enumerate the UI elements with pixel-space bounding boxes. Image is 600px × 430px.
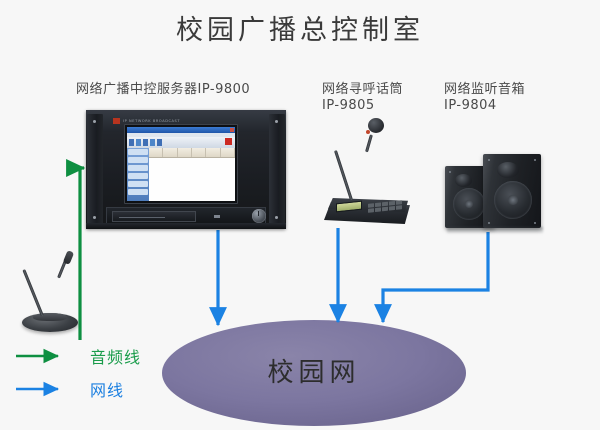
device-label-pager-line2: IP-9805 [322, 98, 375, 113]
speaker-screw [488, 159, 490, 161]
grid-header-cell [192, 148, 207, 157]
keypad-key[interactable] [396, 205, 402, 210]
sidebar-entry[interactable] [128, 149, 148, 155]
device-label-server-line1: 网络广播中控服务器IP-9800 [76, 82, 251, 97]
device-label-speakers: 网络监听音箱 IP-9804 [444, 82, 525, 114]
speaker-woofer [494, 181, 532, 219]
speaker-tweeter [497, 162, 519, 178]
rack-server-device: IP NETWORK BROADCAST [86, 110, 286, 229]
rack-mount-ear-left [87, 114, 103, 225]
device-label-speakers-line1: 网络监听音箱 [444, 82, 526, 97]
grid-header-cell [206, 148, 221, 157]
grid-header-cell [221, 148, 235, 157]
speaker-woofer [453, 188, 485, 220]
microphone-gooseneck-lower [22, 269, 44, 317]
grid-header-cell [178, 148, 192, 157]
grid-header-cell [149, 148, 164, 157]
device-label-pager: 网络寻呼话筒 IP-9805 [322, 82, 403, 114]
toolbar-icon[interactable] [129, 139, 134, 146]
rack-screw-hole [93, 216, 96, 219]
page-title: 校园广播总控制室 [176, 15, 424, 46]
sidebar-entry[interactable] [128, 189, 148, 195]
speaker-reflection [447, 227, 543, 234]
optical-drive-slot[interactable] [112, 211, 196, 222]
brand-name-text: IP NETWORK BROADCAST [123, 119, 181, 123]
software-sidebar[interactable] [127, 148, 149, 201]
device-label-server: 网络广播中控服务器IP-9800 [76, 82, 250, 98]
server-lcd-bezel [124, 124, 238, 204]
rack-mount-ear-right [269, 114, 285, 225]
desktop-microphone-device [8, 250, 94, 340]
grid-header-cell [163, 148, 178, 157]
rack-screw-hole [93, 120, 96, 123]
brand-badge: IP NETWORK BROADCAST [113, 118, 180, 124]
rack-screw-hole [275, 216, 278, 219]
paging-microphone-capsule [368, 118, 384, 133]
speaker-screw [488, 222, 490, 224]
paging-gooseneck-upper [365, 134, 373, 153]
device-label-pager-line1: 网络寻呼话筒 [322, 82, 404, 97]
keypad-key[interactable] [368, 203, 374, 208]
software-titlebar [127, 127, 235, 133]
toolbar-icon[interactable] [150, 139, 155, 146]
microphone-base-top [33, 313, 67, 321]
keypad-key[interactable] [389, 205, 395, 211]
record-status-indicator [225, 138, 232, 145]
rack-bottom-edge [86, 223, 286, 229]
legend-audio-label: 音频线 [90, 348, 142, 367]
software-toolbar[interactable] [127, 137, 235, 148]
brand-logo-icon [113, 118, 120, 124]
keypad-key[interactable] [389, 200, 395, 206]
network-link-speakers-to-cloud [374, 232, 490, 324]
keypad-key[interactable] [382, 201, 388, 207]
sidebar-entry[interactable] [128, 181, 148, 187]
speaker-screw [449, 171, 451, 173]
monitor-speakers-device [443, 144, 549, 234]
campus-network-label: 校园网 [267, 358, 361, 388]
keypad-key[interactable] [396, 200, 402, 205]
status-led [214, 215, 220, 218]
paging-microphone-device [322, 118, 414, 228]
paging-microphone-indicator [366, 130, 370, 134]
keypad-key[interactable] [368, 208, 374, 213]
campus-network-ellipse [162, 320, 466, 426]
device-label-speakers-line2: IP-9804 [444, 98, 497, 113]
software-body [127, 138, 235, 201]
toolbar-icon[interactable] [136, 139, 141, 146]
power-knob[interactable] [252, 209, 266, 223]
window-close-icon[interactable] [230, 128, 234, 132]
toolbar-icon[interactable] [143, 139, 148, 146]
toolbar-icon[interactable] [157, 139, 162, 146]
software-menubar[interactable] [127, 133, 235, 137]
speaker-right [483, 154, 541, 228]
software-content-grid[interactable] [149, 138, 235, 201]
sidebar-entry[interactable] [128, 157, 148, 163]
sidebar-entry[interactable] [128, 165, 148, 171]
keypad-key[interactable] [375, 207, 381, 213]
server-lcd-screen[interactable] [127, 127, 235, 201]
speaker-tweeter [455, 174, 472, 187]
keypad-key[interactable] [382, 206, 388, 212]
rack-screw-hole [275, 120, 278, 123]
microphone-capsule [62, 250, 75, 265]
speaker-screw [534, 222, 536, 224]
speaker-screw [534, 159, 536, 161]
grid-header-row [149, 148, 235, 158]
sidebar-entry[interactable] [128, 173, 148, 179]
legend-network-label: 网线 [90, 381, 125, 400]
optical-drive-line [119, 217, 165, 218]
paging-gooseneck-lower [334, 150, 353, 201]
keypad-key[interactable] [375, 202, 381, 208]
